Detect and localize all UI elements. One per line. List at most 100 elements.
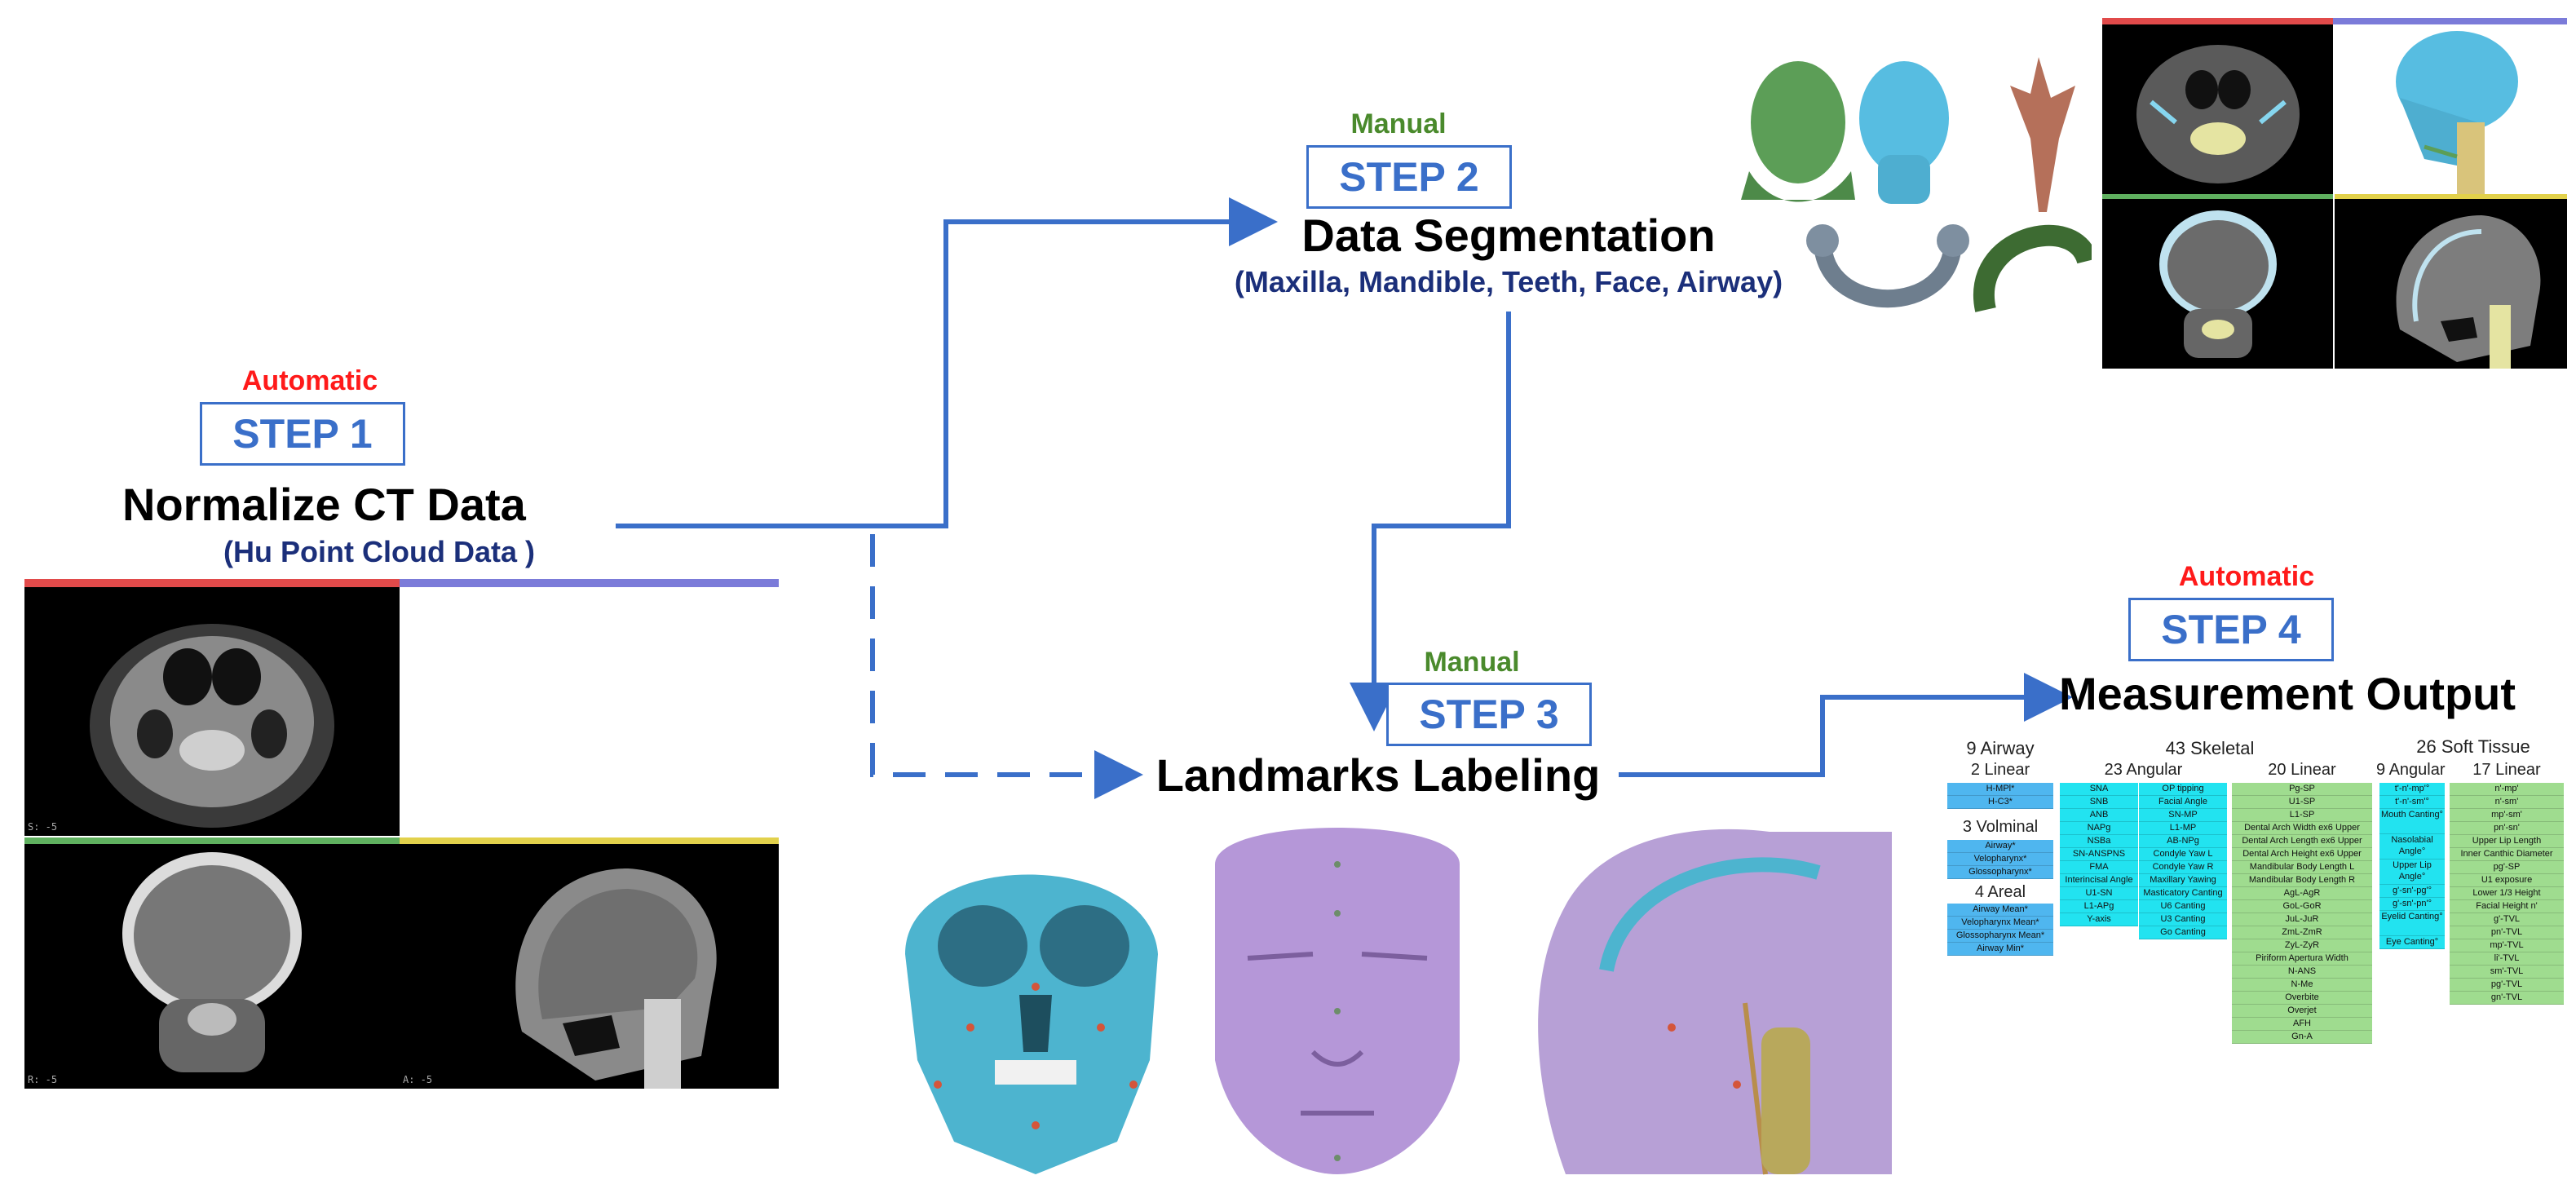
measurement-item: Gn-A — [2232, 1031, 2372, 1044]
soft-tissue-heading: 26 Soft Tissue — [2416, 736, 2530, 757]
landmark-renders — [905, 828, 1892, 1175]
step1-title: Normalize CT Data — [122, 479, 526, 530]
ct-coronal-bar — [24, 837, 400, 844]
measurement-item: H-C3* — [1947, 796, 2053, 809]
measurement-item: pg'-SP — [2450, 861, 2564, 874]
measurement-item: Glossopharynx* — [1947, 866, 2053, 879]
measurement-item: L1-APg — [2060, 900, 2138, 913]
seg-sagittal-view — [2335, 199, 2567, 369]
measurement-item: U3 Canting — [2139, 913, 2227, 926]
segmentation-models — [1741, 57, 2092, 312]
axial-skull-slice — [90, 624, 334, 828]
measurement-item: SN-ANSPNS — [2060, 848, 2138, 861]
measurement-item: t'-n'-sm'° — [2379, 796, 2445, 809]
measurement-item: SN-MP — [2139, 809, 2227, 822]
measurement-item: Eye Canting° — [2379, 936, 2445, 949]
measurement-item: Inner Canthic Diameter — [2450, 848, 2564, 861]
measurement-item: NSBa — [2060, 835, 2138, 848]
measurement-item: U1-SN — [2060, 887, 2138, 900]
ct-axial-bar — [24, 579, 400, 587]
measurement-item: sm'-TVL — [2450, 966, 2564, 979]
arrow-step1-to-step3-dashed — [870, 534, 1143, 799]
measurement-item: ANB — [2060, 809, 2138, 822]
seg-coronal-view — [2102, 199, 2333, 369]
maxilla-teeth-model — [1973, 224, 2092, 312]
measurement-item: g'-TVL — [2450, 913, 2564, 926]
seg-3d-view — [2335, 24, 2567, 194]
measurement-item: mp'-TVL — [2450, 939, 2564, 952]
measurement-item: Mandibular Body Length R — [2232, 874, 2372, 887]
measurement-item: Dental Arch Length ex6 Upper — [2232, 835, 2372, 848]
measurement-item: Mouth Canting° — [2379, 809, 2445, 834]
airway-volume-heading: 3 Volminal — [1962, 818, 2039, 836]
measurement-item: U1 exposure — [2450, 874, 2564, 887]
measurement-item: Facial Height n' — [2450, 900, 2564, 913]
measurement-item: Mandibular Body Length L — [2232, 861, 2372, 874]
measurement-item: g'-sn'-pn'° — [2379, 898, 2445, 911]
step2-subtitle: (Maxilla, Mandible, Teeth, Face, Airway) — [1234, 265, 1783, 298]
measurement-item: L1-SP — [2232, 809, 2372, 822]
measurement-item: Glossopharynx Mean* — [1947, 930, 2053, 943]
airway-linear-list: H-MPl*H-C3* — [1947, 783, 2053, 809]
airway-linear-heading: 2 Linear — [1970, 761, 2030, 779]
measurement-item: Overbite — [2232, 992, 2372, 1005]
measurement-item: Velopharynx Mean* — [1947, 917, 2053, 930]
face-model — [1751, 61, 1845, 183]
measurement-item: li'-TVL — [2450, 952, 2564, 966]
step4-mode: Automatic — [2178, 561, 2315, 592]
measurement-item: ZyL-ZyR — [2232, 939, 2372, 952]
face-landmarks — [1215, 828, 1460, 1174]
seg-sagittal-slice — [2396, 215, 2541, 369]
measurement-item: Condyle Yaw R — [2139, 861, 2227, 874]
step1-mode: Automatic — [241, 365, 378, 396]
measurement-item: pn'-TVL — [2450, 926, 2564, 939]
step2-title: Data Segmentation — [1301, 210, 1716, 261]
measurement-item: Nasolabial Angle° — [2379, 834, 2445, 860]
ct-axial-view: S: -5 — [24, 587, 400, 836]
step4-label: STEP 4 — [2128, 598, 2334, 661]
soft-angular-heading: 9 Angular — [2376, 761, 2446, 779]
measurement-item: AgL-AgR — [2232, 887, 2372, 900]
skull-model — [1859, 61, 1949, 175]
measurement-item: Pg-SP — [2232, 783, 2372, 796]
seg-coronal-slice — [2159, 210, 2277, 358]
measurement-item: OP tipping — [2139, 783, 2227, 796]
ct-empty-view — [400, 587, 779, 836]
measurement-item: U6 Canting — [2139, 900, 2227, 913]
step4-title: Measurement Output — [2058, 668, 2516, 719]
measurement-item: n'-mp' — [2450, 783, 2564, 796]
measurement-item: FMA — [2060, 861, 2138, 874]
measurement-item: t'-n'-mp'° — [2379, 783, 2445, 796]
soft-linear-heading: 17 Linear — [2472, 761, 2541, 779]
measurement-item: mp'-sm' — [2450, 809, 2564, 822]
ct-viewer-toolbar — [24, 579, 779, 587]
measurement-item: N-ANS — [2232, 966, 2372, 979]
sagittal-skull-slice — [515, 868, 717, 1089]
arrow-step3-to-step4 — [1619, 673, 2073, 777]
measurement-item: n'-sm' — [2450, 796, 2564, 809]
airway-areal-heading: 4 Areal — [1974, 883, 2026, 901]
step3-label: STEP 3 — [1386, 683, 1592, 746]
measurement-item: SNB — [2060, 796, 2138, 809]
measurement-item: GoL-GoR — [2232, 900, 2372, 913]
head-airway-landmarks — [1538, 829, 1892, 1175]
seg-3d-render — [2396, 31, 2518, 194]
soft-angular-list: t'-n'-mp'°t'-n'-sm'°Mouth Canting°Nasola… — [2379, 783, 2445, 949]
measurement-item: pn'-sn' — [2450, 822, 2564, 835]
measurement-item: Dental Arch Width ex6 Upper — [2232, 822, 2372, 835]
measurement-item: JuL-JuR — [2232, 913, 2372, 926]
measurement-item: Airway* — [1947, 840, 2053, 853]
measurement-item: SNA — [2060, 783, 2138, 796]
measurement-item: L1-MP — [2139, 822, 2227, 835]
measurement-item: NAPg — [2060, 822, 2138, 835]
seg-viewer-toolbar — [2102, 18, 2567, 24]
measurement-item: U1-SP — [2232, 796, 2372, 809]
measurement-item: ZmL-ZmR — [2232, 926, 2372, 939]
measurement-item: Airway Mean* — [1947, 904, 2053, 917]
measurement-item: Lower 1/3 Height — [2450, 887, 2564, 900]
measurement-item: Upper Lip Angle° — [2379, 860, 2445, 885]
